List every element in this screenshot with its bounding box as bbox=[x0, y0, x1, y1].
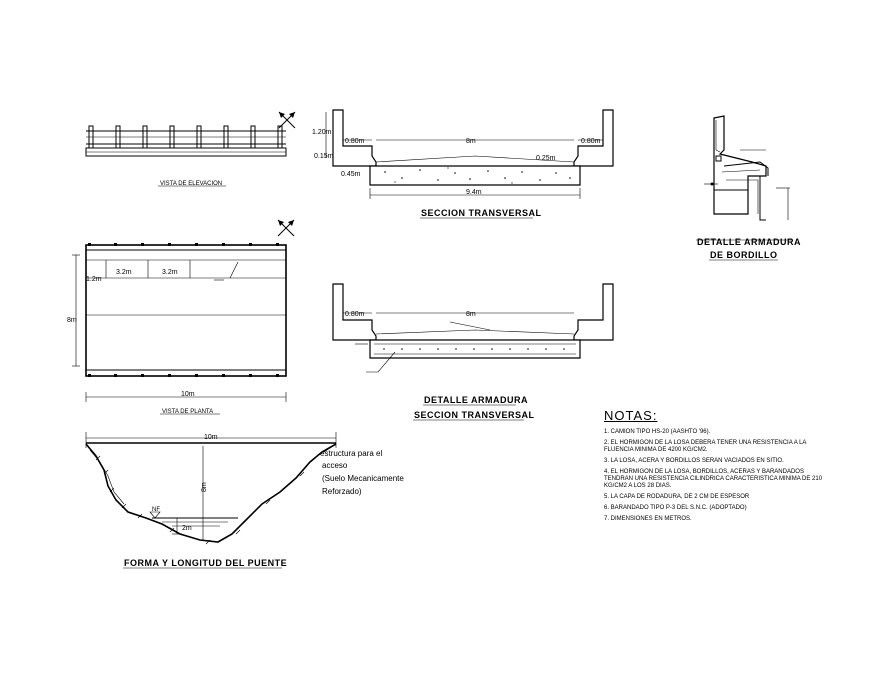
notes-panel: NOTAS: 1. CAMION TIPO HS-20 (AASHTO '96)… bbox=[604, 408, 834, 527]
plan-dim-b: 3.2m bbox=[162, 269, 178, 276]
curb-detail: DETALLE ARMADURA DE BORDILLO bbox=[696, 115, 801, 261]
profile-note-1: estructura para el bbox=[320, 449, 382, 458]
profile-dim-water: 2m bbox=[182, 525, 192, 532]
reinforcement-dim-left: 0.80m bbox=[345, 311, 365, 318]
bridge-profile: NF 8m 2m 10m estructura para el acceso (… bbox=[85, 432, 404, 569]
plan-posts bbox=[88, 243, 279, 377]
note-item: 5. LA CAPA DE RODADURA, DE 2 cm DE ESPES… bbox=[604, 494, 750, 500]
note-item: 2. EL HORMIGON DE LA LOSA DEBERA TENER U… bbox=[604, 440, 807, 453]
section-concrete-dots bbox=[384, 167, 571, 184]
profile-title: FORMA Y LONGITUD DEL PUENTE bbox=[124, 558, 287, 568]
plan-dim-height: 8m bbox=[67, 317, 77, 324]
note-item: 3. LA LOSA, ACERA Y BORDILLOS SERAN VACI… bbox=[604, 458, 784, 464]
plan-dim-left: 1.2m bbox=[86, 276, 102, 283]
section-dim-height: 1.20m bbox=[312, 129, 332, 136]
profile-note-4: Reforzado) bbox=[322, 487, 362, 496]
profile-dim-length: 10m bbox=[204, 434, 218, 441]
terrain-hatch bbox=[95, 455, 305, 545]
plan-label: VISTA DE PLANTA bbox=[162, 409, 213, 415]
plan-dim-length: 10m bbox=[181, 391, 195, 398]
reinforcement-title-2: SECCION TRANSVERSAL bbox=[414, 410, 535, 420]
reinforcement-dim-width: 8m bbox=[466, 311, 476, 318]
transverse-section: 1.20m 0.80m 8m 0.80m 0.15m 0.25m 0.45m 9… bbox=[312, 109, 614, 219]
notes-title: NOTAS: bbox=[604, 408, 658, 423]
profile-note-2: acceso bbox=[322, 461, 348, 470]
section-dim-width: 8m bbox=[466, 138, 476, 145]
section-dim-total: 9.4m bbox=[466, 189, 482, 196]
section-dim-slope: 0.25m bbox=[536, 155, 556, 162]
note-item: 1. CAMION TIPO HS-20 (AASHTO '96). bbox=[604, 429, 711, 435]
water-label: NF bbox=[152, 507, 160, 513]
plan-view: 1.2m 3.2m 3.2m 8m 10m VISTA DE PLANTA bbox=[67, 219, 295, 415]
north-arrow-icon bbox=[278, 111, 296, 129]
note-item: 4. EL HORMIGON DE LA LOSA, BORDILLOS, AC… bbox=[604, 469, 823, 489]
note-item: 7. DIMENSIONES EN METROS. bbox=[604, 516, 692, 522]
reinforcement-detail: 0.80m 8m DETALLE ARMADURA SECCION TRANSV… bbox=[332, 283, 614, 421]
reinforcement-dots bbox=[383, 348, 565, 350]
north-arrow-icon bbox=[277, 219, 295, 237]
profile-dim-depth: 8m bbox=[201, 482, 208, 492]
elevation-label: VISTA DE ELEVACION bbox=[160, 181, 222, 187]
elevation-view: VISTA DE ELEVACION bbox=[85, 111, 296, 187]
reinforcement-title-1: DETALLE ARMADURA bbox=[424, 395, 528, 405]
curb-detail-title-2: DE BORDILLO bbox=[710, 250, 778, 260]
section-dim-sidewalk-left: 0.80m bbox=[345, 138, 365, 145]
section-dim-curb: 0.15m bbox=[314, 153, 334, 160]
elevation-posts bbox=[88, 125, 283, 149]
plan-dim-a: 3.2m bbox=[116, 269, 132, 276]
section-title: SECCION TRANSVERSAL bbox=[421, 208, 542, 218]
curb-detail-title-1: DETALLE ARMADURA bbox=[697, 237, 801, 247]
profile-note-3: (Suelo Mecanicamente bbox=[322, 474, 404, 483]
section-dim-slab: 0.45m bbox=[341, 171, 361, 178]
section-dim-sidewalk-right: 0.80m bbox=[581, 138, 601, 145]
note-item: 6. BARANDADO TIPO P-3 DEL S.N.C. (ADOPTA… bbox=[604, 505, 747, 511]
